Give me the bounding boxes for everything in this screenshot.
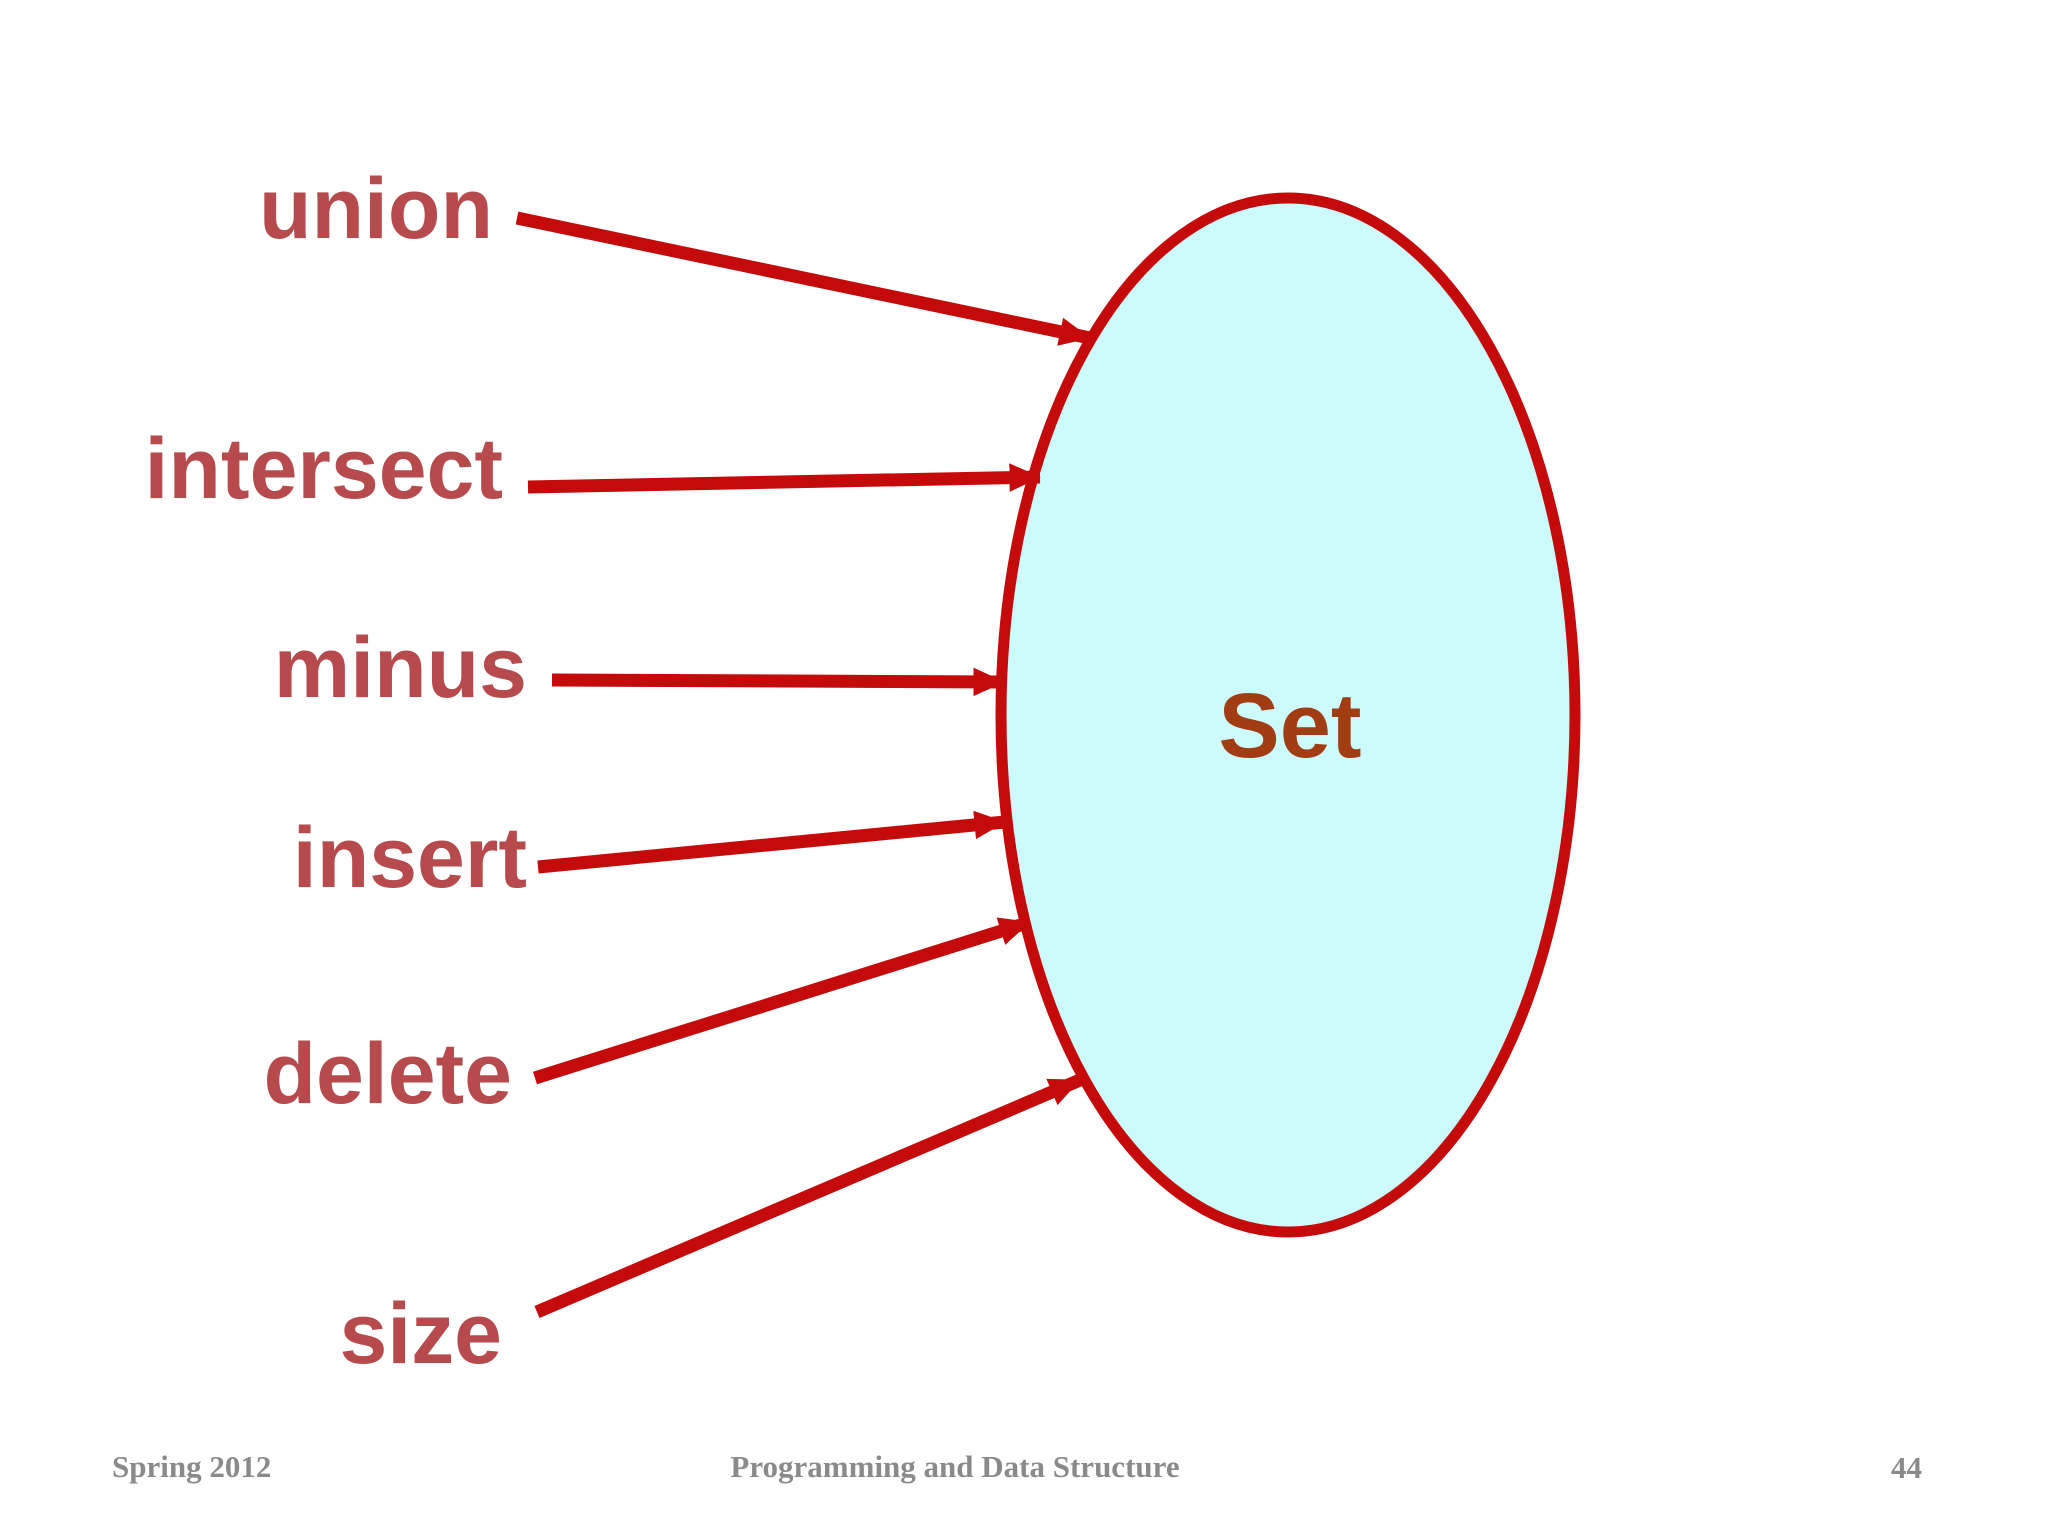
- arrow-delete: [533, 915, 1032, 1085]
- set-node-label: Set: [1218, 675, 1361, 777]
- set-ellipse: [995, 192, 1581, 1238]
- footer-page-number: 44: [1891, 1450, 1922, 1485]
- arrow-intersect: [527, 463, 1041, 494]
- operation-label-union: union: [259, 161, 493, 257]
- footer-course-title: Programming and Data Structure: [730, 1449, 1179, 1484]
- footer-term: Spring 2012: [112, 1449, 271, 1484]
- operation-label-intersect: intersect: [145, 421, 504, 517]
- arrow-union: [515, 211, 1092, 346]
- operation-label-insert: insert: [293, 810, 527, 906]
- arrow-size: [534, 1074, 1083, 1318]
- operation-label-delete: delete: [263, 1026, 512, 1122]
- operation-label-size: size: [339, 1286, 502, 1382]
- operation-label-minus: minus: [274, 620, 527, 716]
- arrow-insert: [537, 810, 1006, 874]
- arrow-minus: [551, 667, 1005, 697]
